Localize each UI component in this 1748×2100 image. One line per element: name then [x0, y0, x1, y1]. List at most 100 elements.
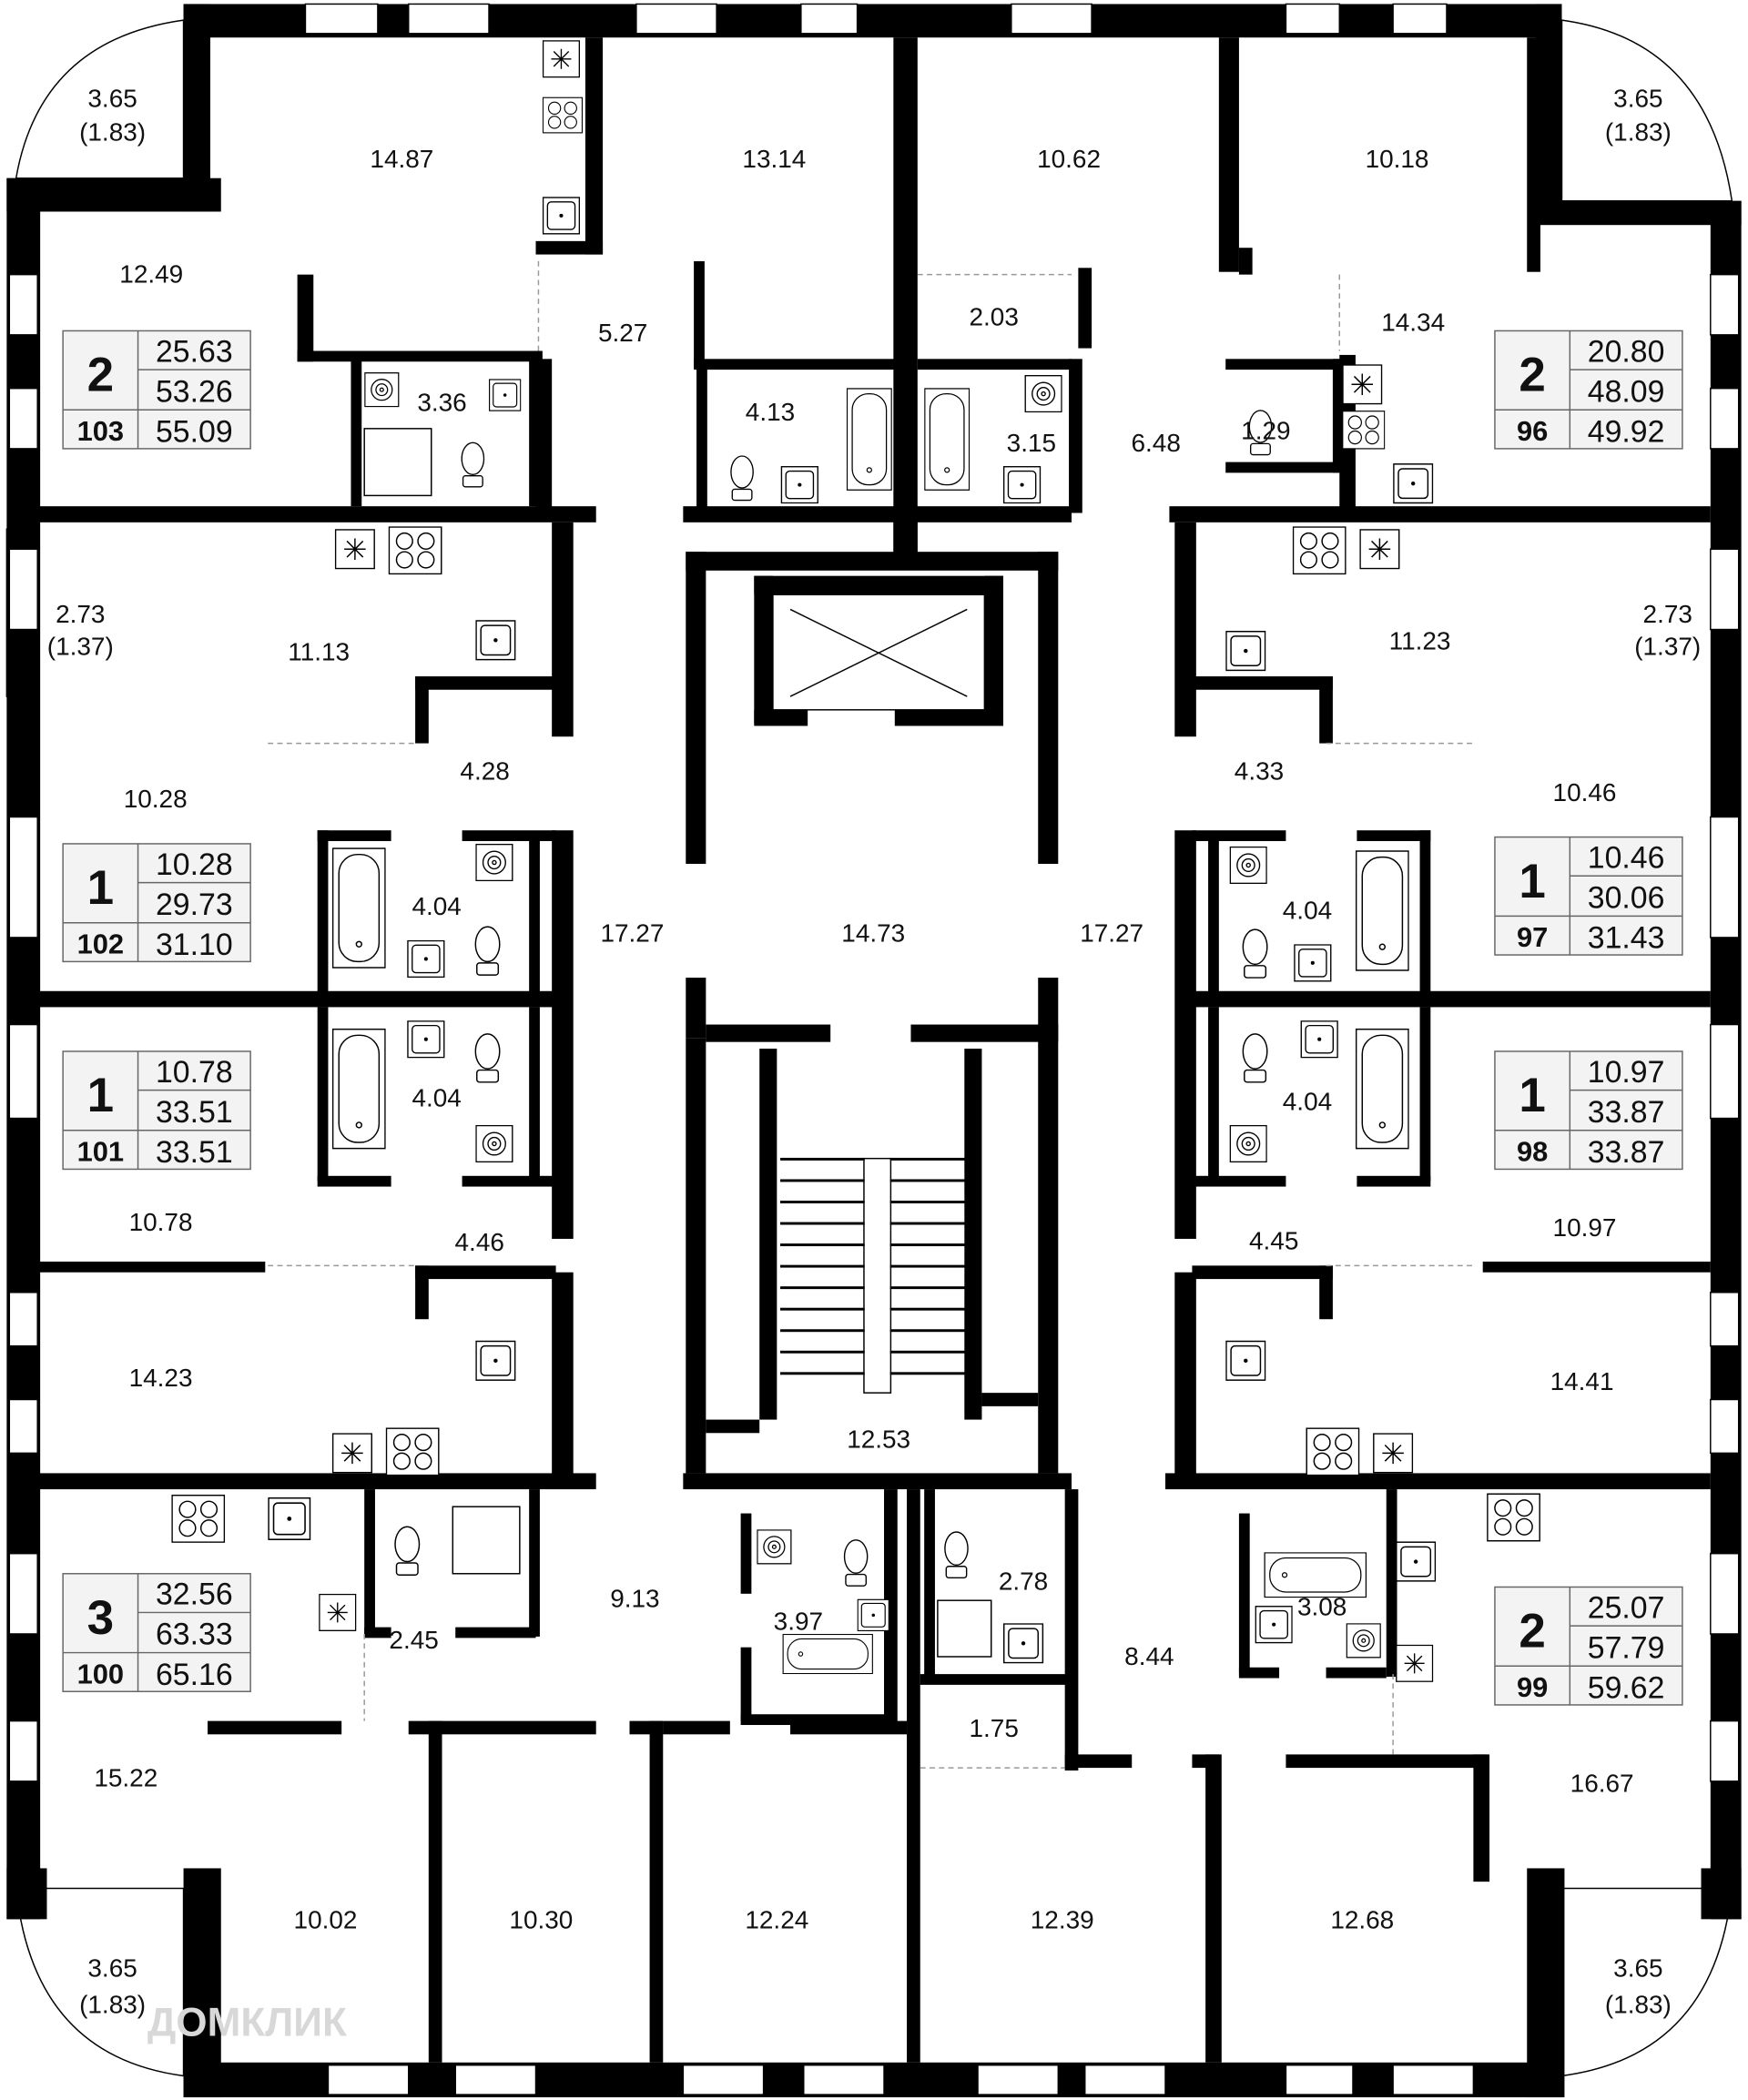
room-area: 10.46	[1553, 778, 1617, 807]
wall	[6, 1868, 47, 1920]
wall	[529, 1489, 540, 1637]
washing-machine-icon	[475, 843, 513, 882]
apartment-box-103[interactable]: 2 103 25.63 53.26 55.09	[62, 330, 251, 450]
apartment-box-102[interactable]: 1 102 10.28 29.73 31.10	[62, 843, 251, 963]
stair-step	[889, 1286, 966, 1290]
stair-step	[780, 1243, 865, 1247]
balcony-reduced-area: (1.83)	[79, 118, 146, 147]
apartment-box-99[interactable]: 2 99 25.07 57.79 59.62	[1494, 1586, 1683, 1706]
toilet-icon	[730, 455, 754, 502]
wall	[1038, 1038, 1059, 1474]
balcony-area: 3.65	[87, 85, 137, 113]
wall	[462, 1175, 556, 1187]
staircase	[780, 1157, 966, 1394]
apartment-box-101[interactable]: 1 101 10.78 33.51 33.51	[62, 1050, 251, 1171]
stair-step	[780, 1372, 865, 1375]
wall	[1535, 200, 1742, 226]
sink-icon	[1255, 1606, 1293, 1644]
window	[8, 273, 38, 336]
room-area: 4.04	[412, 1083, 461, 1111]
wall	[1192, 1265, 1333, 1280]
wall	[964, 1049, 982, 1420]
window	[682, 2064, 765, 2095]
apartment-number: 97	[1517, 921, 1548, 953]
wall	[1208, 1007, 1219, 1182]
total-area: 29.73	[156, 888, 233, 922]
window	[1710, 1552, 1740, 1635]
room-area: 12.53	[847, 1425, 910, 1453]
wall	[1192, 1754, 1219, 1769]
apartment-number: 96	[1517, 415, 1548, 447]
room-area: 14.23	[129, 1364, 193, 1392]
room-area: 11.23	[1389, 627, 1451, 655]
stove-icon	[1292, 526, 1347, 575]
room-area: 4.33	[1235, 756, 1284, 785]
living-area: 10.97	[1588, 1055, 1665, 1090]
toilet-icon	[1242, 928, 1268, 979]
wall	[1326, 1667, 1387, 1679]
window	[1710, 1023, 1740, 1120]
balcony-area: 3.65	[1613, 85, 1662, 113]
window	[1083, 2064, 1166, 2095]
bathtub-icon	[1355, 1028, 1409, 1150]
balcony-area: 3.65	[1613, 1954, 1662, 1983]
toilet-icon	[1242, 1033, 1268, 1083]
total-area-with-balcony: 33.87	[1588, 1135, 1665, 1170]
stair-step	[889, 1329, 966, 1333]
room-area: 5.27	[598, 319, 647, 347]
window	[454, 2064, 537, 2095]
wall	[754, 575, 1003, 595]
apartment-box-96[interactable]: 2 96 20.80 48.09 49.92	[1494, 330, 1683, 450]
wall	[1319, 676, 1333, 744]
vent-icon	[1342, 364, 1383, 405]
watermark-logo: ДОМКЛИК	[147, 2000, 347, 2044]
balcony-top-left	[15, 19, 185, 179]
room-area: 13.14	[742, 145, 806, 173]
wall	[529, 1007, 540, 1182]
living-area: 25.63	[156, 334, 233, 369]
apartment-box-98[interactable]: 1 98 10.97 33.87 33.87	[1494, 1050, 1683, 1171]
window	[1710, 387, 1740, 450]
wall	[1238, 1667, 1280, 1679]
window	[8, 1023, 38, 1120]
apartment-box-100[interactable]: 3 100 32.56 63.33 65.16	[62, 1573, 251, 1692]
wall	[415, 676, 429, 744]
wall	[535, 359, 553, 510]
room-area: 2.03	[969, 303, 1018, 331]
sink-icon	[489, 379, 522, 411]
wall	[894, 709, 1003, 726]
wall	[1069, 359, 1082, 513]
wall	[1208, 837, 1219, 999]
sink-icon	[268, 1496, 311, 1540]
stair-step	[889, 1264, 966, 1268]
room-area: 10.30	[509, 1906, 573, 1934]
balcony-area: 3.65	[87, 1954, 137, 1983]
balcony-labels: 3.65 (1.83) 3.65 (1.83) 2.73 (1.37) 2.73…	[47, 85, 1701, 2019]
washing-machine-icon	[757, 1529, 792, 1565]
bathtub-icon	[846, 388, 892, 492]
window	[8, 548, 38, 631]
toilet-icon	[394, 1526, 421, 1576]
wall	[1192, 1175, 1286, 1187]
stove-icon	[171, 1494, 226, 1543]
wall	[208, 1720, 342, 1735]
total-area-with-balcony: 59.62	[1588, 1671, 1665, 1706]
wall	[1205, 1754, 1222, 2063]
stair-step	[780, 1157, 865, 1161]
sink-icon	[1294, 944, 1332, 982]
wall	[663, 1720, 730, 1735]
sink-icon	[1002, 466, 1042, 504]
wall	[1165, 1473, 1711, 1490]
room-area: 10.97	[1553, 1213, 1617, 1242]
stair-step	[889, 1222, 966, 1225]
wall	[364, 1489, 375, 1637]
wall	[1174, 522, 1196, 737]
stove-icon	[388, 526, 442, 575]
wall	[552, 1272, 574, 1480]
apartment-box-97[interactable]: 1 97 10.46 30.06 31.43	[1494, 836, 1683, 956]
total-area: 30.06	[1588, 881, 1665, 916]
wall	[706, 1419, 760, 1434]
wall	[183, 1868, 221, 2098]
balcony-reduced-area: (1.83)	[1605, 1990, 1672, 2018]
vent-icon	[542, 40, 581, 78]
